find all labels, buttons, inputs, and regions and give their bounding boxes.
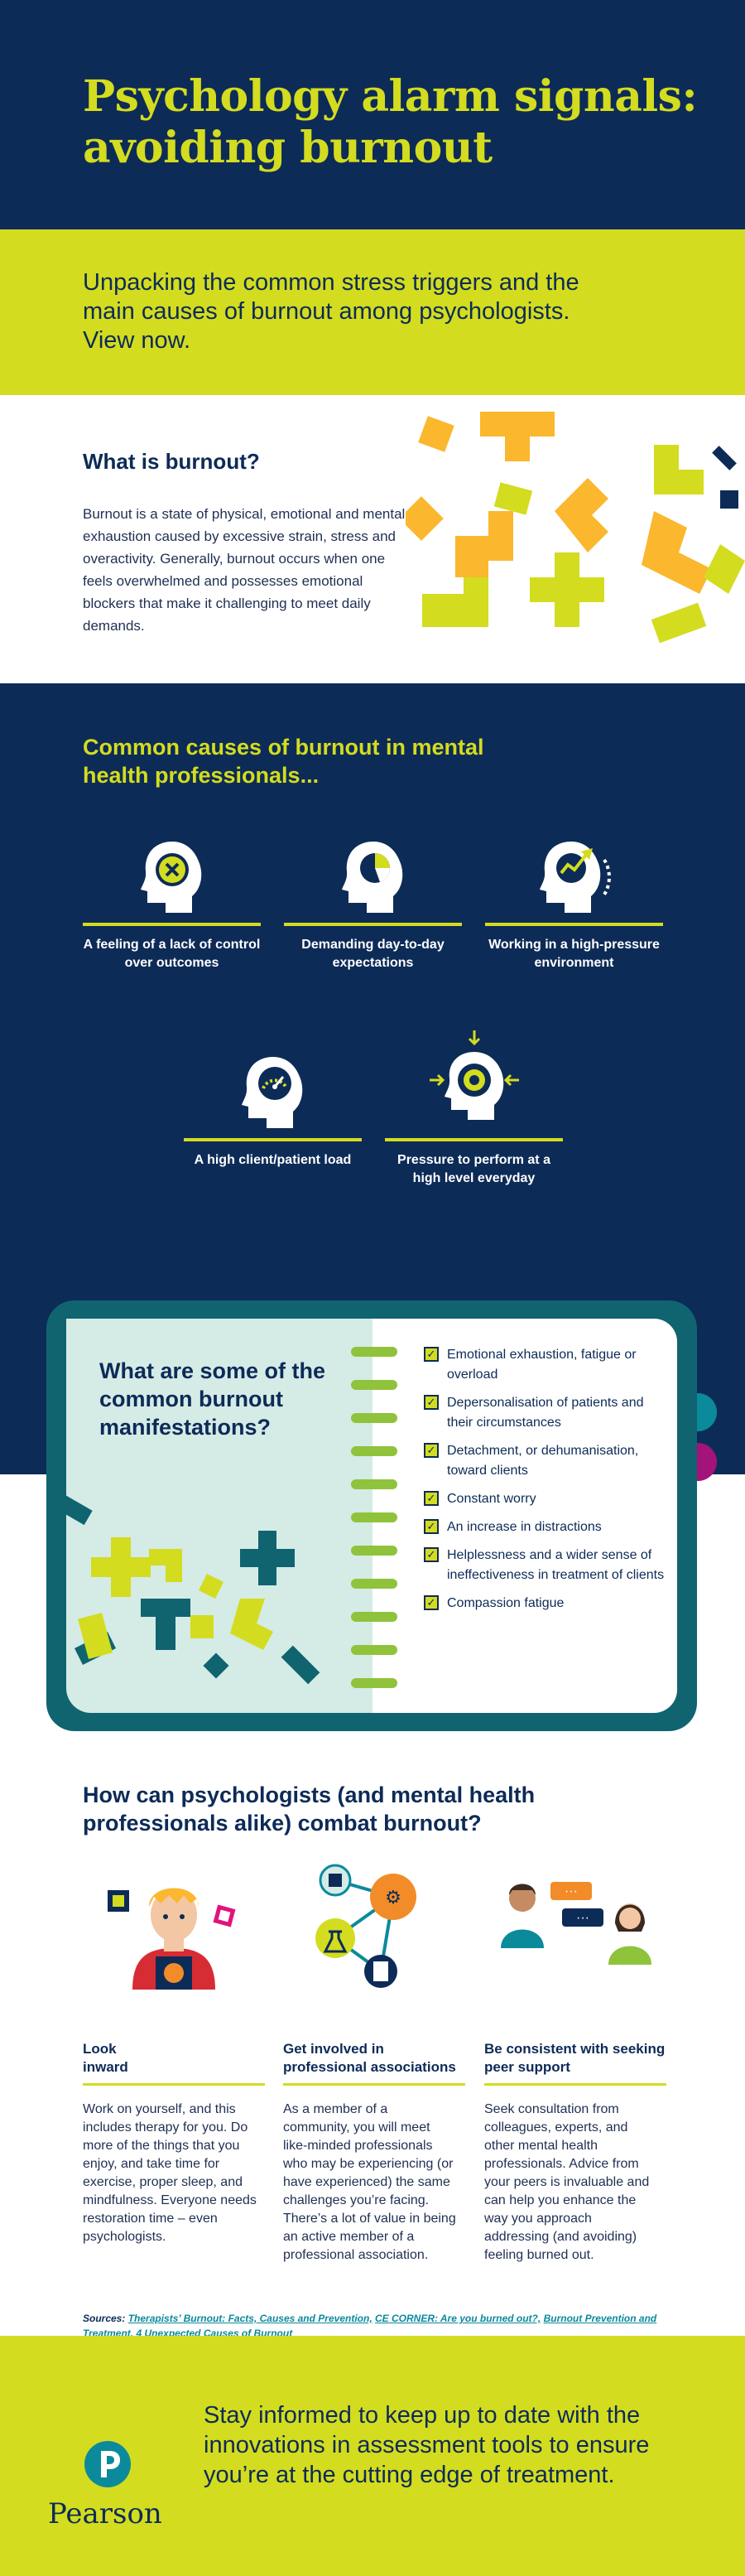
intro-text: Unpacking the common stress triggers and… [83,269,579,354]
combat-col-body: Work on yourself, and this includes ther… [83,2102,257,2244]
checklist-item: ✓ Depersonalisation of patients and thei… [424,1393,672,1433]
checkbox-checked-icon: ✓ [424,1491,439,1506]
head-arrow-up-icon [539,842,611,913]
combat-heading: How can psychologists (and mental health… [83,1782,536,1836]
cause-item: Demanding day-to-day expectations [284,837,462,972]
footer-section: Pearson Stay informed to keep up to date… [0,2336,745,2576]
checklist-item: ✓ Emotional exhaustion, fatigue or overl… [424,1345,672,1385]
checklist-text: Emotional exhaustion, fatigue or overloa… [447,1348,637,1382]
combat-col-peer-support: Be consistent with seeking peer support … [484,2040,666,2265]
cause-label: Working in a high-pressure environment [488,938,660,970]
intro-section: Unpacking the common stress triggers and… [0,229,745,395]
head-arrows-focus-icon [429,1030,519,1120]
manif-checklist: ✓ Emotional exhaustion, fatigue or overl… [424,1345,672,1622]
head-pie-chart-icon [341,842,402,913]
title-section: Psychology alarm signals: avoiding burno… [0,0,745,229]
checkbox-checked-icon: ✓ [424,1347,439,1362]
combat-col-body: As a member of a community, you will mee… [283,2102,456,2262]
head-gauge-icon [241,1057,302,1128]
source-link[interactable]: CE CORNER: Are you burned out?, [375,2313,541,2324]
footer-text: Stay informed to keep up to date with th… [204,2402,650,2488]
checklist-item: ✓ Detachment, or dehumanisation, toward … [424,1441,672,1481]
source-link[interactable]: Burnout Prevention and Treatment, [83,2313,657,2336]
peer-support-illustration: ··· ··· [501,1882,651,1965]
checklist-text: Helplessness and a wider sense of ineffe… [447,1548,665,1582]
checklist-text: Compassion fatigue [447,1596,565,1610]
svg-text:···: ··· [565,1884,578,1898]
what-body: Burnout is a state of physical, emotiona… [83,506,406,634]
manifestations-section: What are some of the common burnout mani… [0,1300,745,1773]
causes-section: Common causes of burnout in mental healt… [0,683,745,1300]
sources: Sources: Therapists’ Burnout: Facts, Cau… [83,2311,670,2336]
checkbox-checked-icon: ✓ [424,1395,439,1410]
cause-label: A feeling of a lack of control over outc… [83,938,261,970]
svg-text:⚙: ⚙ [385,1887,401,1908]
checkbox-checked-icon: ✓ [424,1443,439,1458]
checklist-item: ✓ Constant worry [424,1489,672,1509]
head-target-icon [140,842,201,913]
checklist-text: Detachment, or dehumanisation, toward cl… [447,1444,639,1478]
sources-label: Sources: [83,2313,126,2324]
manif-heading: What are some of the common burnout mani… [99,1358,326,1440]
checklist-text: Depersonalisation of patients and their … [447,1396,644,1430]
professional-network-illustration: ⚙ [315,1864,416,1988]
page-title: Psychology alarm signals: avoiding burno… [83,71,698,173]
checklist-text: Constant worry [447,1492,536,1506]
checklist-item: ✓ Helplessness and a wider sense of inef… [424,1546,672,1585]
pearson-logo-icon [84,2441,131,2487]
svg-text:···: ··· [576,1911,589,1925]
checklist-item: ✓ Compassion fatigue [424,1594,672,1614]
checklist-text: An increase in distractions [447,1520,602,1534]
pearson-wordmark: Pearson [48,2497,162,2530]
cause-label: A high client/patient load [194,1153,352,1167]
combat-col-title: Get involved in professional association… [283,2041,456,2075]
source-link[interactable]: Therapists’ Burnout: Facts, Causes and P… [127,2313,372,2324]
combat-section: How can psychologists (and mental health… [0,1773,745,2336]
cause-label: Demanding day-to-day expectations [301,938,445,970]
cause-item: A feeling of a lack of control over outc… [83,837,261,972]
checkbox-checked-icon: ✓ [424,1547,439,1562]
cause-item: Pressure to perform at a high level ever… [385,1027,563,1188]
checkbox-checked-icon: ✓ [424,1519,439,1534]
self-care-person-illustration [108,1888,236,1990]
notebook-illustration [46,1300,717,1731]
cause-label: Pressure to perform at a high level ever… [397,1153,550,1185]
combat-col-body: Seek consultation from colleagues, exper… [484,2102,650,2262]
combat-col-title: Be consistent with seeking peer support [484,2041,666,2075]
cause-item: A high client/patient load [184,1052,362,1170]
what-is-burnout-section: What is burnout? Burnout is a state of p… [0,395,745,683]
decorative-shapes-illustration [406,412,745,644]
cause-item: Working in a high-pressure environment [485,837,663,972]
combat-col-look-inward: Look inward Work on yourself, and this i… [83,2040,265,2246]
source-link[interactable]: 4 Unexpected Causes of Burnout [136,2328,293,2336]
checklist-item: ✓ An increase in distractions [424,1517,672,1537]
combat-col-title: Look inward [83,2041,128,2075]
causes-heading: Common causes of burnout in mental healt… [83,735,484,788]
checkbox-checked-icon: ✓ [424,1595,439,1610]
what-heading: What is burnout? [83,449,260,474]
combat-col-associations: Get involved in professional association… [283,2040,465,2265]
